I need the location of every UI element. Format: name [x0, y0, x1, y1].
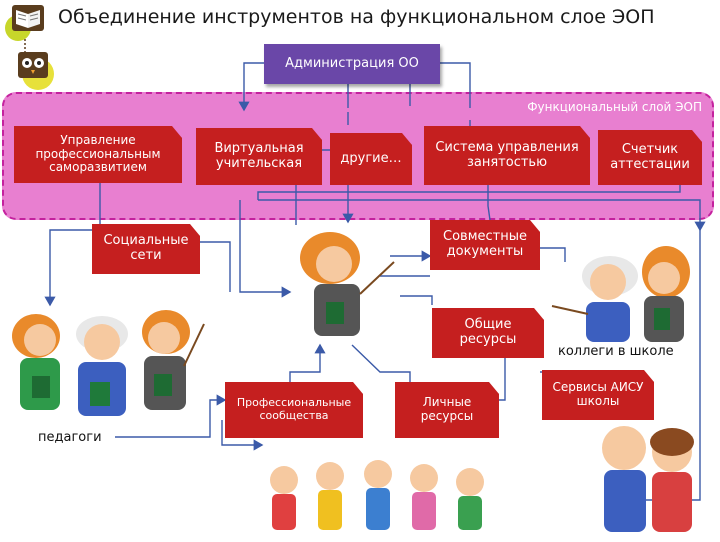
personal-resources-label: Личные ресурсы — [420, 395, 474, 423]
joint-docs-label: Совместные документы — [443, 229, 527, 259]
admin-box[interactable]: Администрация ОО — [264, 44, 440, 84]
aisu-services-label: Сервисы АИСУ школы — [552, 380, 644, 408]
aisu-services-box[interactable]: Сервисы АИСУ школы — [542, 370, 654, 420]
admin-box-label: Администрация ОО — [285, 55, 419, 71]
owl-icon — [12, 46, 58, 96]
colleagues-caption: коллеги в школе — [558, 344, 674, 359]
employment-box[interactable]: Система управления занятостью — [424, 126, 590, 185]
children-illustration — [262, 454, 494, 542]
virtual-teacher-label: Виртуальная учительская — [214, 140, 304, 171]
others-label: другие… — [340, 150, 402, 166]
attestation-label: Счетчик аттестации — [610, 141, 690, 172]
parents-illustration — [588, 420, 708, 540]
virtual-teacher-box[interactable]: Виртуальная учительская — [196, 128, 322, 185]
attestation-box[interactable]: Счетчик аттестации — [598, 130, 702, 185]
layer-label: Функциональный слой ЭОП — [527, 100, 702, 114]
teachers-group-illustration — [4, 296, 214, 440]
prof-communities-box[interactable]: Профессиональные сообщества — [225, 382, 363, 438]
social-networks-box[interactable]: Социальные сети — [92, 224, 200, 274]
book-icon — [4, 2, 46, 46]
prof-dev-label: Управление профессиональным саморазвитие… — [35, 132, 161, 175]
teacher-center-illustration — [290, 222, 400, 346]
shared-resources-label: Общие ресурсы — [459, 317, 517, 347]
personal-resources-box[interactable]: Личные ресурсы — [395, 382, 499, 438]
prof-dev-box[interactable]: Управление профессиональным саморазвитие… — [14, 126, 182, 183]
prof-communities-label: Профессиональные сообщества — [236, 396, 352, 422]
shared-resources-box[interactable]: Общие ресурсы — [432, 308, 544, 358]
page-title: Объединение инструментов на функциональн… — [58, 6, 655, 28]
colleagues-illustration — [548, 236, 708, 350]
social-networks-label: Социальные сети — [103, 233, 189, 263]
joint-docs-box[interactable]: Совместные документы — [430, 220, 540, 270]
employment-label: Система управления занятостью — [435, 139, 579, 170]
others-box[interactable]: другие… — [330, 133, 412, 185]
teachers-caption: педагоги — [38, 430, 102, 445]
